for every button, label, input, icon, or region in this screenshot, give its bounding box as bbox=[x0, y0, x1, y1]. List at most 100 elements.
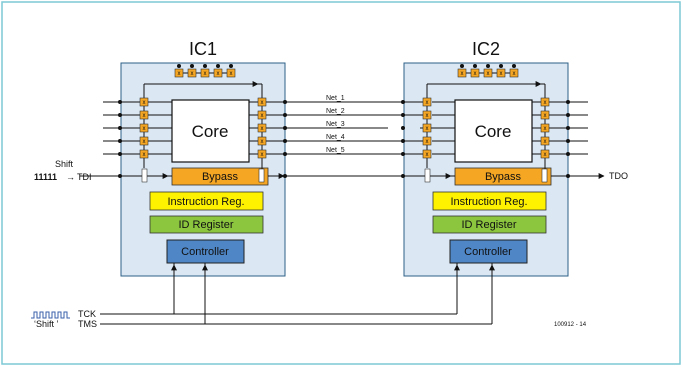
shift-label: Shift bbox=[55, 159, 74, 169]
arrows bbox=[150, 81, 605, 300]
scan-cell bbox=[139, 149, 149, 159]
ic1-top-cells bbox=[174, 68, 236, 78]
scan-cell bbox=[257, 97, 267, 107]
ic1-bypass-tap-out bbox=[258, 168, 265, 183]
ic2-left-cells bbox=[422, 97, 432, 159]
tms-label: TMS bbox=[78, 319, 97, 329]
cell-mark: x bbox=[191, 71, 194, 77]
ic2-controller bbox=[449, 239, 528, 264]
tck-label: TCK bbox=[78, 309, 96, 319]
cell-mark: x bbox=[544, 100, 547, 106]
cell-mark: x bbox=[143, 126, 146, 132]
scan-cell bbox=[483, 68, 493, 78]
cell-mark: x bbox=[426, 113, 429, 119]
scan-cell bbox=[470, 68, 480, 78]
scan-cell bbox=[187, 68, 197, 78]
cell-mark: x bbox=[261, 139, 264, 145]
tms-value: ‘Shift ’ bbox=[34, 319, 59, 329]
junction-dots bbox=[118, 64, 570, 178]
cell-mark: x bbox=[261, 100, 264, 106]
scan-cell bbox=[540, 97, 550, 107]
ic2-core-label: Core bbox=[475, 122, 512, 141]
scan-cell bbox=[540, 110, 550, 120]
ic1-id-register-label: ID Register bbox=[178, 219, 233, 231]
cell-mark: x bbox=[544, 139, 547, 145]
ic1-right-cells bbox=[257, 97, 267, 159]
shift-arrow: → bbox=[66, 172, 75, 182]
cell-mark: x bbox=[544, 113, 547, 119]
net-label-2: Net_2 bbox=[326, 108, 345, 115]
ic2-id-register-label: ID Register bbox=[461, 219, 516, 231]
cell-mark: x bbox=[261, 113, 264, 119]
ic1-core bbox=[171, 99, 250, 163]
cell-mark: x bbox=[204, 71, 207, 77]
scan-cell bbox=[422, 136, 432, 146]
shift-bits: 11111 bbox=[34, 172, 57, 182]
ic1-bypass-tap-in bbox=[141, 168, 148, 183]
cell-mark: x bbox=[426, 100, 429, 106]
scan-cell bbox=[257, 123, 267, 133]
figure-id: 100912 - 14 bbox=[554, 322, 587, 328]
ic2-title: IC2 bbox=[472, 39, 500, 59]
cell-mark: x bbox=[178, 71, 181, 77]
cell-mark: x bbox=[500, 71, 503, 77]
ic2-top-cells bbox=[457, 68, 519, 78]
scan-cell bbox=[422, 97, 432, 107]
ic2-right-cells bbox=[540, 97, 550, 159]
ic2-instruction-register bbox=[432, 191, 547, 211]
scan-cell bbox=[509, 68, 519, 78]
cell-mark: x bbox=[217, 71, 220, 77]
scan-cell bbox=[457, 68, 467, 78]
cell-mark: x bbox=[426, 126, 429, 132]
scan-cell bbox=[139, 97, 149, 107]
ic1-instruction-register bbox=[149, 191, 264, 211]
ic1-core-label: Core bbox=[192, 122, 229, 141]
scan-cell bbox=[540, 136, 550, 146]
net-labels: Net_1 Net_2 Net_3 Net_4 Net_5 bbox=[326, 95, 345, 154]
cell-mark: x bbox=[544, 152, 547, 158]
ic2-bypass-tap-in bbox=[424, 168, 431, 183]
cell-mark: x bbox=[143, 139, 146, 145]
scan-cell bbox=[174, 68, 184, 78]
cell-mark: x bbox=[426, 152, 429, 158]
cell-mark: x bbox=[474, 71, 477, 77]
net-label-4: Net_4 bbox=[326, 134, 345, 141]
ic1-id-register bbox=[149, 215, 264, 234]
scan-cell bbox=[257, 136, 267, 146]
tdo-label: TDO bbox=[609, 171, 628, 181]
net-label-3: Net_3 bbox=[326, 121, 345, 128]
ic1-controller-label: Controller bbox=[181, 246, 229, 258]
net-label-1: Net_1 bbox=[326, 95, 345, 102]
cell-mark: x bbox=[261, 152, 264, 158]
ic1-title: IC1 bbox=[189, 39, 217, 59]
scan-cell bbox=[200, 68, 210, 78]
ic1-left-cells bbox=[139, 97, 149, 159]
scan-cell bbox=[496, 68, 506, 78]
ic2-core bbox=[454, 99, 533, 163]
cell-mark: x bbox=[143, 152, 146, 158]
scan-cell bbox=[139, 110, 149, 120]
cell-mark: x bbox=[230, 71, 233, 77]
tck-clock-waveform bbox=[31, 311, 70, 319]
scan-cell bbox=[257, 149, 267, 159]
cell-mark: x bbox=[261, 126, 264, 132]
cell-mark: x bbox=[426, 139, 429, 145]
net-label-5: Net_5 bbox=[326, 147, 345, 154]
cell-mark: x bbox=[461, 71, 464, 77]
scan-cell bbox=[139, 123, 149, 133]
ic1-instruction-label: Instruction Reg. bbox=[167, 196, 244, 208]
scan-cell bbox=[540, 149, 550, 159]
ic2-controller-label: Controller bbox=[464, 246, 512, 258]
cell-mark: x bbox=[143, 100, 146, 106]
ic2-instruction-label: Instruction Reg. bbox=[450, 196, 527, 208]
scan-cell bbox=[257, 110, 267, 120]
scan-cell bbox=[226, 68, 236, 78]
ic2-id-register bbox=[432, 215, 547, 234]
cell-marks: x x x x x x x x x x x x x x x x x x x x … bbox=[143, 71, 547, 158]
scan-cell bbox=[422, 110, 432, 120]
scan-cell bbox=[139, 136, 149, 146]
cell-mark: x bbox=[487, 71, 490, 77]
